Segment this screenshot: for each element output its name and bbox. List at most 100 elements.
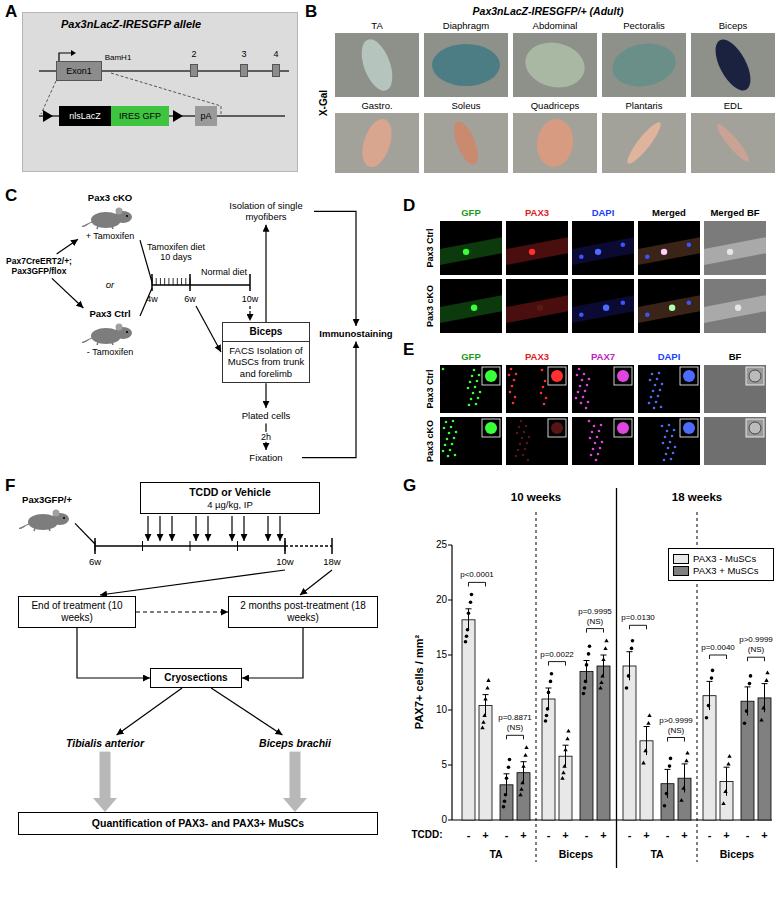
figure-circle — [597, 453, 600, 456]
figure-rect — [746, 367, 764, 385]
figure-circle — [592, 448, 595, 451]
exon-number: 3 — [237, 49, 251, 77]
figure-rect — [542, 699, 555, 820]
figure-ellipse — [357, 115, 397, 171]
channel-header: PAX3 — [525, 208, 549, 219]
treatment-sign: - — [585, 829, 589, 842]
figure-rect — [440, 279, 502, 333]
treatment-sign: + — [723, 829, 729, 842]
muscle-label: Gastro. — [361, 101, 392, 112]
figure-circle — [584, 390, 587, 393]
figure-circle — [588, 378, 591, 381]
figure-polygon — [440, 237, 502, 265]
figure-circle — [473, 369, 476, 372]
figure-path — [759, 718, 763, 722]
figure-rect — [548, 419, 566, 437]
figure-line — [448, 710, 452, 711]
figure-line — [185, 278, 186, 285]
figure-line — [627, 651, 633, 652]
figure-circle — [588, 420, 591, 423]
figure-line — [173, 278, 174, 285]
figure-line — [546, 688, 552, 689]
figure-path — [549, 662, 566, 666]
treatment-sign: - — [708, 829, 712, 842]
figure-rect — [704, 365, 766, 413]
result-box: Quantification of PAX3- and PAX3+ MuSCs — [18, 812, 378, 835]
panel-letter: B — [305, 2, 317, 22]
figure-circle — [465, 635, 469, 639]
figure-circle — [515, 373, 518, 376]
figure-circle — [467, 387, 470, 390]
node-text: IRES GFP — [119, 111, 161, 122]
flow-arrow — [77, 628, 150, 678]
figure-path — [679, 798, 683, 802]
figure-circle — [455, 431, 458, 434]
legend-row: PAX3 + MuSCs — [673, 565, 769, 576]
figure-circle — [630, 647, 634, 651]
node-subtext: + Tamoxifen — [78, 231, 142, 242]
figure-line — [75, 523, 95, 544]
flow-arrow — [136, 611, 228, 612]
figure-rect — [462, 620, 475, 820]
figure-circle — [650, 396, 653, 399]
figure-circle — [600, 424, 603, 427]
figure-line — [451, 545, 452, 820]
flow-arrow — [57, 239, 78, 254]
figure-path — [521, 764, 525, 768]
figure-circle — [663, 459, 666, 462]
p-value: p=0.0022 — [540, 650, 574, 659]
figure-polygon — [638, 295, 700, 323]
flow-arrow — [242, 628, 303, 678]
node-subtext: 4 µg/kg, IP — [144, 499, 316, 510]
panel-letter: E — [403, 340, 414, 360]
figure-circle — [510, 368, 513, 371]
row-label: Pax3 Ctrl — [425, 228, 435, 267]
figure-circle — [599, 447, 602, 450]
figure-circle — [467, 611, 471, 615]
figure-circle — [727, 249, 733, 255]
figure-path — [600, 674, 604, 678]
legend-swatch — [673, 566, 689, 576]
figure-line — [616, 488, 617, 868]
step-label: Fixation — [230, 450, 302, 465]
figure-circle — [667, 447, 670, 450]
node-text: Pax7CreERT2/+; Pax3GFP/flox — [3, 256, 75, 276]
legend-text: PAX3 - MuSCs — [693, 553, 756, 564]
mouse-icon — [82, 320, 138, 346]
figure-path — [723, 789, 727, 793]
figure-circle — [625, 686, 629, 690]
figure-circle — [593, 425, 596, 428]
figure-rect — [572, 417, 634, 465]
figure-circle — [528, 436, 531, 439]
figure-circle — [590, 454, 593, 457]
figure-circle — [470, 593, 474, 597]
figure-rect — [704, 221, 766, 275]
figure-circle — [710, 676, 714, 680]
figure-rect — [572, 365, 634, 413]
figure-line — [159, 516, 160, 541]
figure-polygon — [638, 237, 700, 265]
stain-label: X-Gal — [318, 90, 330, 116]
node-text: pA — [200, 111, 211, 122]
block-arrow — [100, 752, 111, 798]
figure-circle — [594, 442, 597, 445]
figure-circle — [449, 449, 452, 452]
figure-path — [630, 625, 647, 629]
node-text: Pax3GFP/+ — [15, 494, 79, 505]
figure-line — [448, 765, 452, 766]
figure-path — [601, 657, 605, 661]
muscle-label: Quadriceps — [531, 101, 580, 112]
figure-path — [173, 110, 183, 122]
node-subtext: - Tamoxifen — [78, 347, 142, 358]
figure-circle — [670, 458, 673, 461]
figure-rect — [580, 672, 593, 821]
figure-ellipse — [708, 34, 757, 96]
muscle-label: Soleus — [451, 101, 480, 112]
step-label: Plated cells — [230, 408, 302, 423]
figure-circle — [665, 453, 668, 456]
figure-circle — [63, 517, 65, 519]
time-label: 18w — [323, 557, 340, 568]
figure-circle — [474, 386, 477, 389]
figure-circle — [582, 692, 586, 696]
node-text: TCDD or Vehicle — [144, 486, 316, 499]
